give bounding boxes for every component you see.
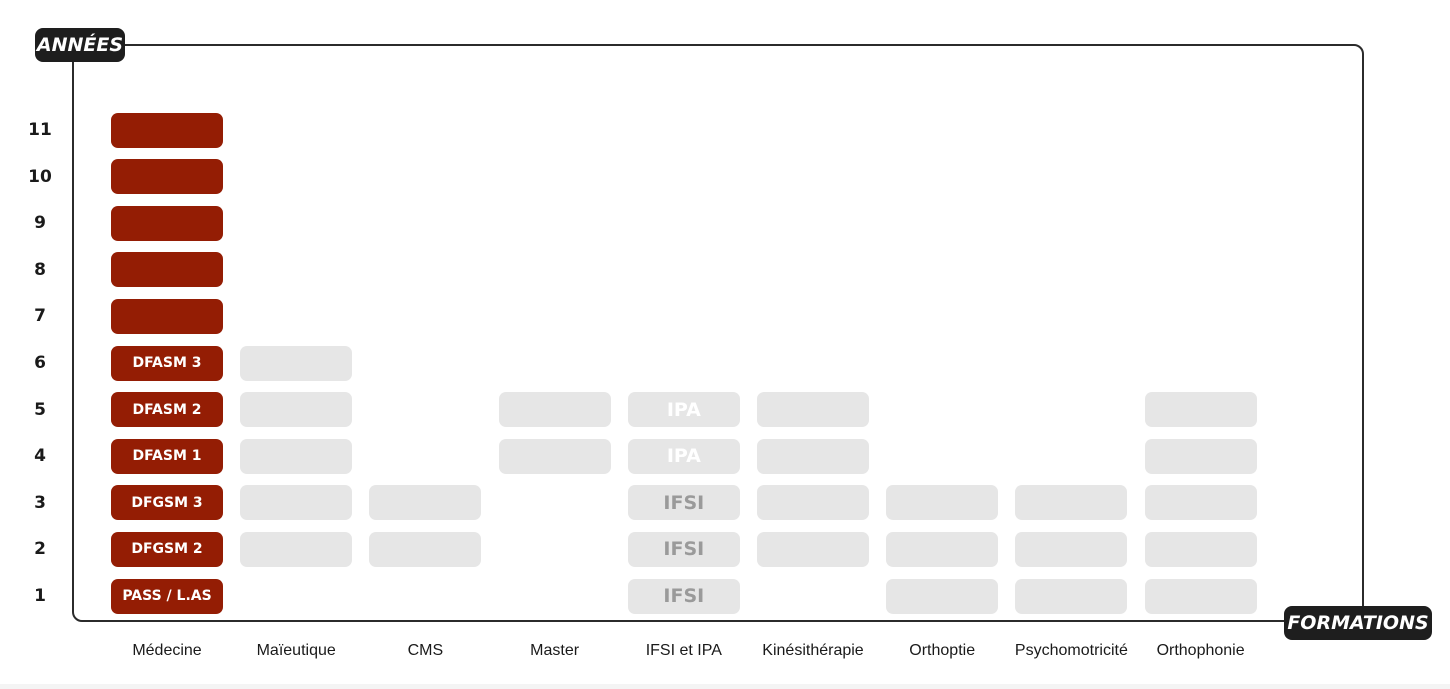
formation-year-cell (1144, 392, 1257, 428)
formation-year-cell (369, 531, 482, 567)
year-tick-label: 10 (28, 166, 52, 187)
medecine-year-cell (111, 298, 223, 334)
cell-label: IPA (666, 398, 701, 421)
medecine-year-cell: DFASM 1 (111, 438, 223, 474)
formation-year-cell (498, 392, 611, 428)
year-tick-label: 7 (34, 306, 46, 327)
formation-year-cell (1144, 438, 1257, 474)
formation-year-cell (886, 578, 999, 614)
formation-year-cell (886, 485, 999, 521)
formation-year-cell (1144, 578, 1257, 614)
formation-year-cell (757, 392, 869, 428)
cell-label: IPA (666, 445, 701, 468)
y-axis-title: ANNÉES (35, 28, 125, 62)
formation-year-cell: IFSI (627, 531, 740, 567)
formation-year-cell (1144, 485, 1257, 521)
formation-year-cell: IPA (627, 392, 740, 428)
medecine-year-cell (111, 205, 223, 241)
formation-year-cell (757, 438, 869, 474)
cell-label: PASS / L.AS (122, 588, 212, 604)
formation-year-cell (498, 438, 611, 474)
formation-label: Orthoptie (909, 642, 976, 659)
cell-label: DFASM 2 (132, 401, 202, 418)
cell-label: DFGSM 2 (131, 541, 203, 558)
cell-label: DFASM 3 (132, 355, 202, 371)
formation-year-cell (1015, 531, 1128, 567)
medecine-year-cell: DFGSM 2 (111, 531, 223, 567)
formation-label: Médecine (132, 642, 202, 659)
formation-label: CMS (407, 642, 444, 659)
formation-year-cell (757, 485, 869, 521)
formation-year-cell (1015, 485, 1128, 521)
year-tick-label: 3 (34, 492, 46, 513)
medecine-year-cell (111, 252, 223, 288)
formation-label: IFSI et IPA (645, 642, 722, 659)
bottom-strip (0, 684, 1450, 689)
year-tick-label: 6 (34, 353, 46, 373)
formation-year-cell: IFSI (627, 578, 740, 614)
formation-year-cell (369, 485, 482, 521)
formation-label: Orthophonie (1156, 642, 1245, 659)
formation-year-cell (757, 531, 869, 567)
cell-label: DFASM 1 (132, 448, 202, 465)
medecine-year-cell: DFGSM 3 (111, 485, 223, 521)
formation-year-cell (240, 531, 353, 567)
formation-year-cell (240, 485, 353, 521)
formation-year-cell (1015, 578, 1128, 614)
year-tick-label: 1 (34, 586, 46, 606)
medecine-year-cell: PASS / L.AS (111, 578, 223, 614)
medecine-year-cell: DFASM 3 (111, 345, 223, 381)
formation-year-cell (240, 392, 353, 428)
formation-year-cell (886, 531, 999, 567)
cell-label: IFSI (663, 538, 705, 561)
formation-label: Psychomotricité (1014, 642, 1128, 659)
year-tick-label: 8 (34, 259, 46, 280)
formation-year-cell (240, 345, 353, 381)
formation-label: Master (530, 642, 580, 659)
medecine-year-cell (111, 112, 223, 148)
year-tick-label: 2 (34, 539, 46, 560)
cell-label: IFSI (663, 491, 705, 514)
medecine-year-cell: DFASM 2 (111, 392, 223, 428)
year-tick-label: 11 (28, 120, 52, 140)
year-tick-label: 5 (34, 399, 46, 420)
formation-year-cell: IPA (627, 438, 740, 474)
formation-label: Kinésithérapie (762, 642, 864, 659)
cell-label: IFSI (663, 585, 705, 607)
x-axis-title: FORMATIONS (1284, 606, 1432, 640)
year-tick-label: 9 (34, 213, 46, 234)
year-tick-label: 4 (34, 446, 46, 467)
formation-year-cell (1144, 531, 1257, 567)
chart-frame (72, 44, 1364, 622)
medecine-year-cell (111, 159, 223, 195)
formation-label: Maïeutique (256, 642, 336, 659)
formation-year-cell (240, 438, 353, 474)
cell-label: DFGSM 3 (131, 494, 203, 511)
formation-year-cell: IFSI (627, 485, 740, 521)
